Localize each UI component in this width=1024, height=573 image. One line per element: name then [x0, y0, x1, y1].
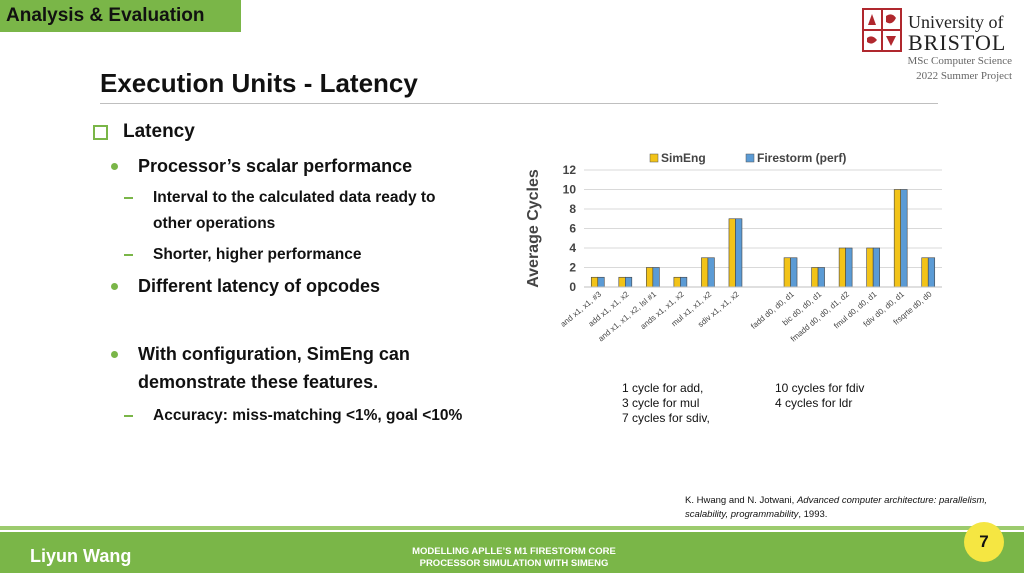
- latency-heading: Latency: [123, 121, 195, 142]
- bar-firestorm: [900, 189, 908, 288]
- legend-swatch: [649, 153, 659, 163]
- bullet-configuration-line2: demonstrate these features.: [138, 372, 379, 392]
- bar-simeng: [728, 218, 736, 288]
- y-tick-label: 2: [569, 261, 576, 275]
- bar-firestorm: [817, 267, 825, 288]
- bar-simeng: [673, 276, 681, 288]
- note-fdiv-cycles: 10 cycles for fdiv: [775, 381, 865, 395]
- bar-simeng: [783, 257, 791, 288]
- bar-firestorm: [872, 247, 880, 288]
- bar-firestorm: [845, 247, 853, 288]
- bullet-dot-icon: [111, 283, 118, 290]
- y-tick-label: 8: [569, 202, 576, 216]
- bar-firestorm: [680, 276, 688, 288]
- note-sdiv-cycles: 7 cycles for sdiv,: [622, 411, 710, 425]
- sub-bullet-interval-cont: other operations: [153, 215, 276, 232]
- logo-university-text: University of: [908, 12, 1004, 32]
- title-divider: [100, 103, 938, 104]
- footer-bar: [0, 532, 1024, 573]
- citation-title: Advanced computer architecture: parallel…: [685, 495, 988, 520]
- bar-simeng: [838, 247, 846, 288]
- bullet-configuration-line1: With configuration, SimEng can: [138, 344, 410, 364]
- logo-bristol-text: BRISTOL: [908, 30, 1007, 55]
- legend-label: SimEng: [661, 151, 706, 165]
- legend-label: Firestorm (perf): [757, 151, 846, 165]
- bullet-dot-icon: [111, 351, 118, 358]
- y-tick-label: 0: [569, 280, 576, 294]
- university-crest-icon: [862, 8, 902, 52]
- footer-title-line1: MODELLING APLLE’S M1 FIRESTORM CORE: [412, 546, 616, 557]
- sub-bullet-accuracy: Accuracy: miss-matching <1%, goal <10%: [153, 407, 463, 424]
- legend-swatch: [745, 153, 755, 163]
- note-add-cycles: 1 cycle for add,: [622, 381, 704, 395]
- y-tick-label: 12: [563, 163, 577, 177]
- citation-year: , 1993.: [798, 509, 828, 520]
- section-tag: Analysis & Evaluation: [0, 0, 241, 32]
- bullet-dash-icon: [124, 254, 133, 256]
- sub-bullet-shorter: Shorter, higher performance: [153, 246, 362, 263]
- logo-subtitle-line2: 2022 Summer Project: [916, 70, 1012, 82]
- bullet-scalar-performance: Processor’s scalar performance: [138, 156, 413, 176]
- bar-simeng: [921, 257, 929, 288]
- footer-divider: [0, 526, 1024, 530]
- bar-firestorm: [927, 257, 936, 288]
- latency-bar-chart: 0 2 4 6 8 10 12 Average Cycles SimEng Firestorm (…: [525, 151, 942, 344]
- bar-simeng: [701, 257, 709, 288]
- bar-firestorm: [652, 267, 660, 288]
- bullet-dash-icon: [124, 415, 133, 417]
- square-bullet-icon: [93, 125, 108, 140]
- bar-simeng: [893, 189, 901, 288]
- sub-bullet-interval: Interval to the calculated data ready to: [153, 189, 436, 206]
- y-tick-label: 6: [569, 222, 576, 236]
- bullet-dash-icon: [124, 197, 133, 199]
- footer-title-line2: PROCESSOR SIMULATION WITH SIMENG: [419, 558, 609, 569]
- citation-authors: K. Hwang and N. Jotwani,: [685, 495, 797, 506]
- note-mul-cycles: 3 cycle for mul: [622, 396, 700, 410]
- y-tick-label: 10: [563, 183, 577, 197]
- page-number: 7: [964, 522, 1004, 562]
- bar-firestorm: [597, 276, 605, 288]
- footer-project-title: MODELLING APLLE’S M1 FIRESTORM CORE PROC…: [364, 546, 664, 570]
- logo-subtitle: MSc Computer Science 2022 Summer Project: [908, 54, 1012, 84]
- y-tick-label: 4: [569, 241, 576, 255]
- bar-firestorm: [707, 257, 715, 288]
- bar-simeng: [590, 276, 599, 288]
- bar-firestorm: [625, 276, 633, 288]
- note-ldr-cycles: 4 cycles for ldr: [775, 396, 853, 410]
- footer-author: Liyun Wang: [30, 546, 132, 566]
- bar-firestorm: [735, 218, 743, 288]
- bar-simeng: [866, 247, 874, 288]
- bar-firestorm: [790, 257, 798, 288]
- bar-simeng: [811, 267, 819, 288]
- bullet-different-latency: Different latency of opcodes: [138, 276, 381, 296]
- bullet-dot-icon: [111, 163, 118, 170]
- page-title: Execution Units - Latency: [100, 68, 418, 98]
- y-axis-label: Average Cycles: [525, 169, 542, 288]
- bar-simeng: [646, 267, 654, 288]
- citation: K. Hwang and N. Jotwani, Advanced comput…: [685, 494, 1024, 522]
- bar-simeng: [618, 276, 626, 288]
- logo-subtitle-line1: MSc Computer Science: [907, 55, 1012, 67]
